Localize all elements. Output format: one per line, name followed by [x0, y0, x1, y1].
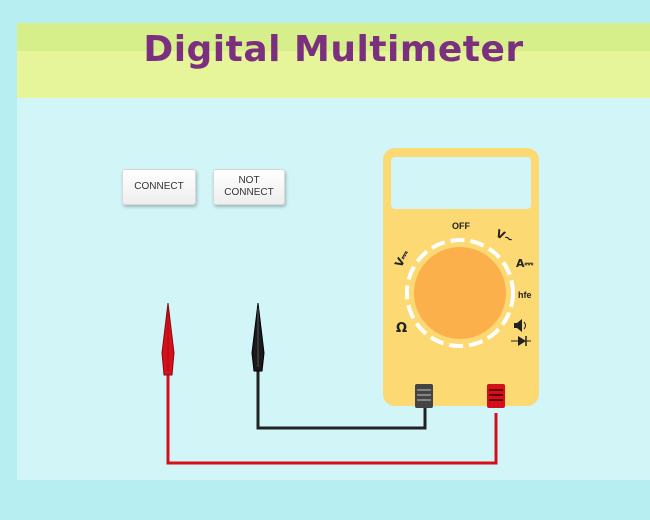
- diode-icon: [511, 336, 531, 346]
- dial-label-dc-current: A⎓: [516, 257, 534, 270]
- dial-label-off: OFF: [452, 221, 470, 231]
- selector-dial[interactable]: [414, 247, 506, 339]
- connect-button[interactable]: CONNECT: [122, 169, 196, 205]
- volt-ohm-terminal[interactable]: [487, 384, 505, 408]
- black-wire: [256, 363, 427, 430]
- simulation-panel: Digital Multimeter CONNECT NOT CONNECT O…: [17, 23, 650, 480]
- title-banner: Digital Multimeter: [17, 23, 650, 98]
- multimeter-display: [391, 157, 531, 209]
- page-title: Digital Multimeter: [143, 29, 524, 70]
- circuit-scene: OFF V~ V⎓ A⎓ hfe Ω: [161, 148, 539, 465]
- dial-ring: [405, 238, 515, 348]
- dial-label-resistance: Ω: [396, 321, 407, 336]
- banner-stripe: [17, 23, 650, 51]
- com-terminal[interactable]: [415, 384, 433, 408]
- speaker-icon: [514, 319, 526, 332]
- black-probe[interactable]: [251, 302, 265, 372]
- multimeter: OFF V~ V⎓ A⎓ hfe Ω: [383, 148, 539, 408]
- red-wire: [166, 363, 498, 465]
- red-probe[interactable]: [161, 302, 175, 376]
- not-connect-button[interactable]: NOT CONNECT: [213, 169, 285, 205]
- dial-label-hfe: hfe: [518, 290, 532, 300]
